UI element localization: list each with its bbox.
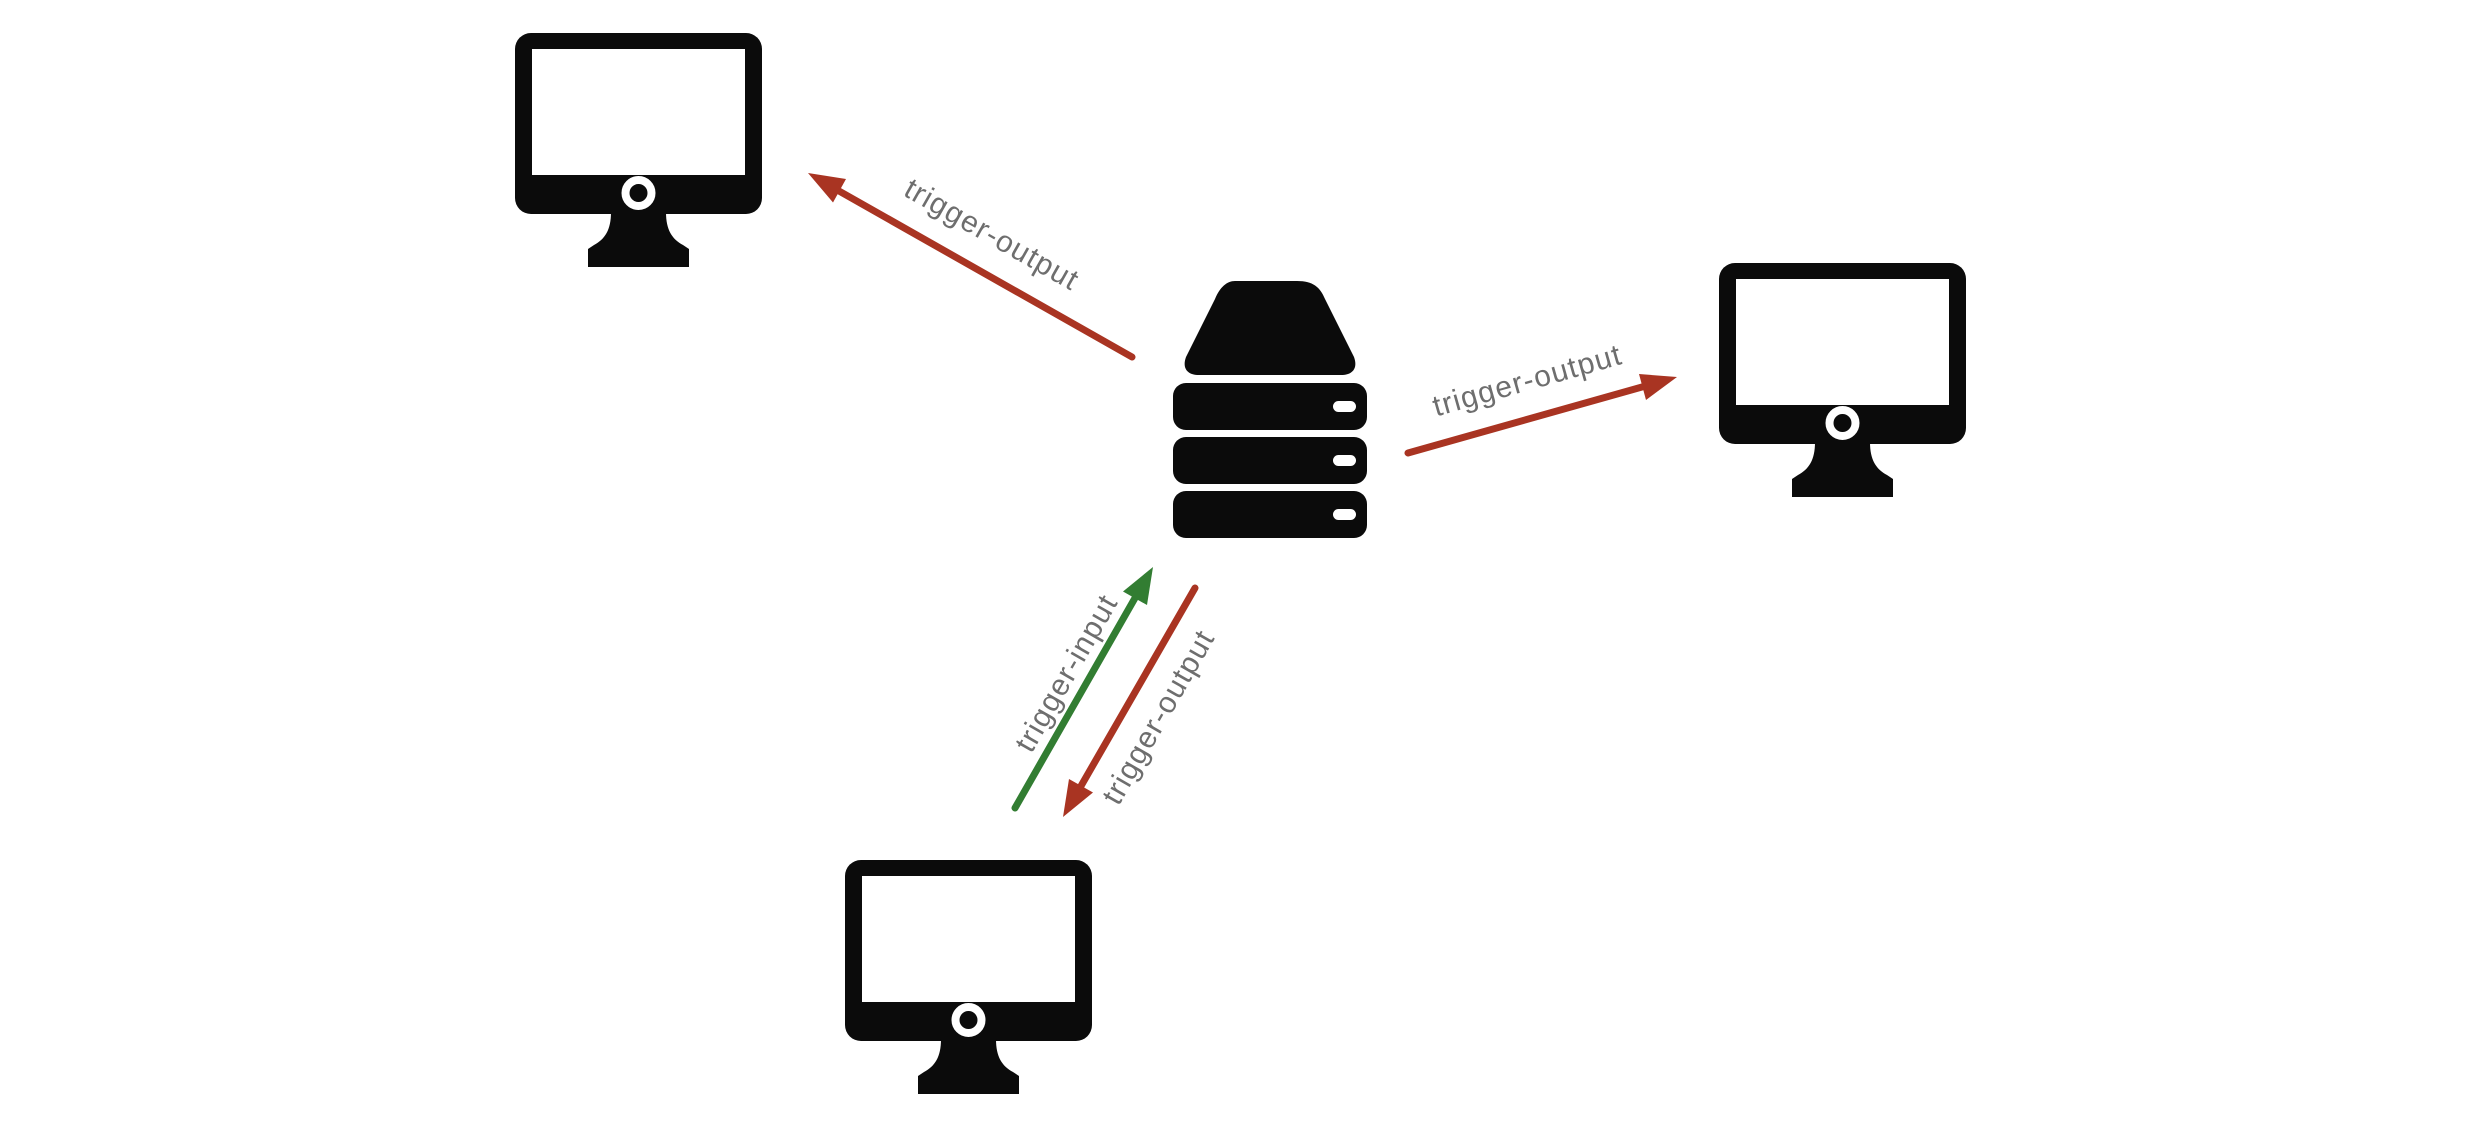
arrowhead bbox=[1063, 779, 1093, 817]
arrow-shaft bbox=[1011, 594, 1139, 812]
edge-server-to-top-left-monitor: trigger-output bbox=[808, 172, 1136, 361]
arrow-shaft bbox=[1077, 584, 1199, 790]
desktop-monitor-icon bbox=[845, 860, 1092, 1094]
edge-label-trigger-input: trigger-input bbox=[1009, 589, 1125, 758]
arrowhead bbox=[1123, 567, 1153, 605]
edge-label-trigger-output: trigger-output bbox=[1429, 338, 1626, 423]
arrow-shaft bbox=[1404, 383, 1646, 457]
desktop-monitor-icon bbox=[1719, 263, 1966, 497]
desktop-monitor-icon bbox=[515, 33, 762, 267]
node-monitor-top-left bbox=[515, 33, 762, 267]
node-monitor-right bbox=[1719, 263, 1966, 497]
edge-server-to-right-monitor: trigger-output bbox=[1404, 338, 1677, 457]
server-stack-icon bbox=[1173, 281, 1367, 538]
node-monitor-bottom bbox=[845, 860, 1092, 1094]
node-server-center bbox=[1173, 281, 1367, 538]
arrowhead bbox=[1639, 374, 1677, 400]
arrowhead bbox=[808, 173, 846, 203]
arrow-shaft bbox=[835, 187, 1136, 361]
